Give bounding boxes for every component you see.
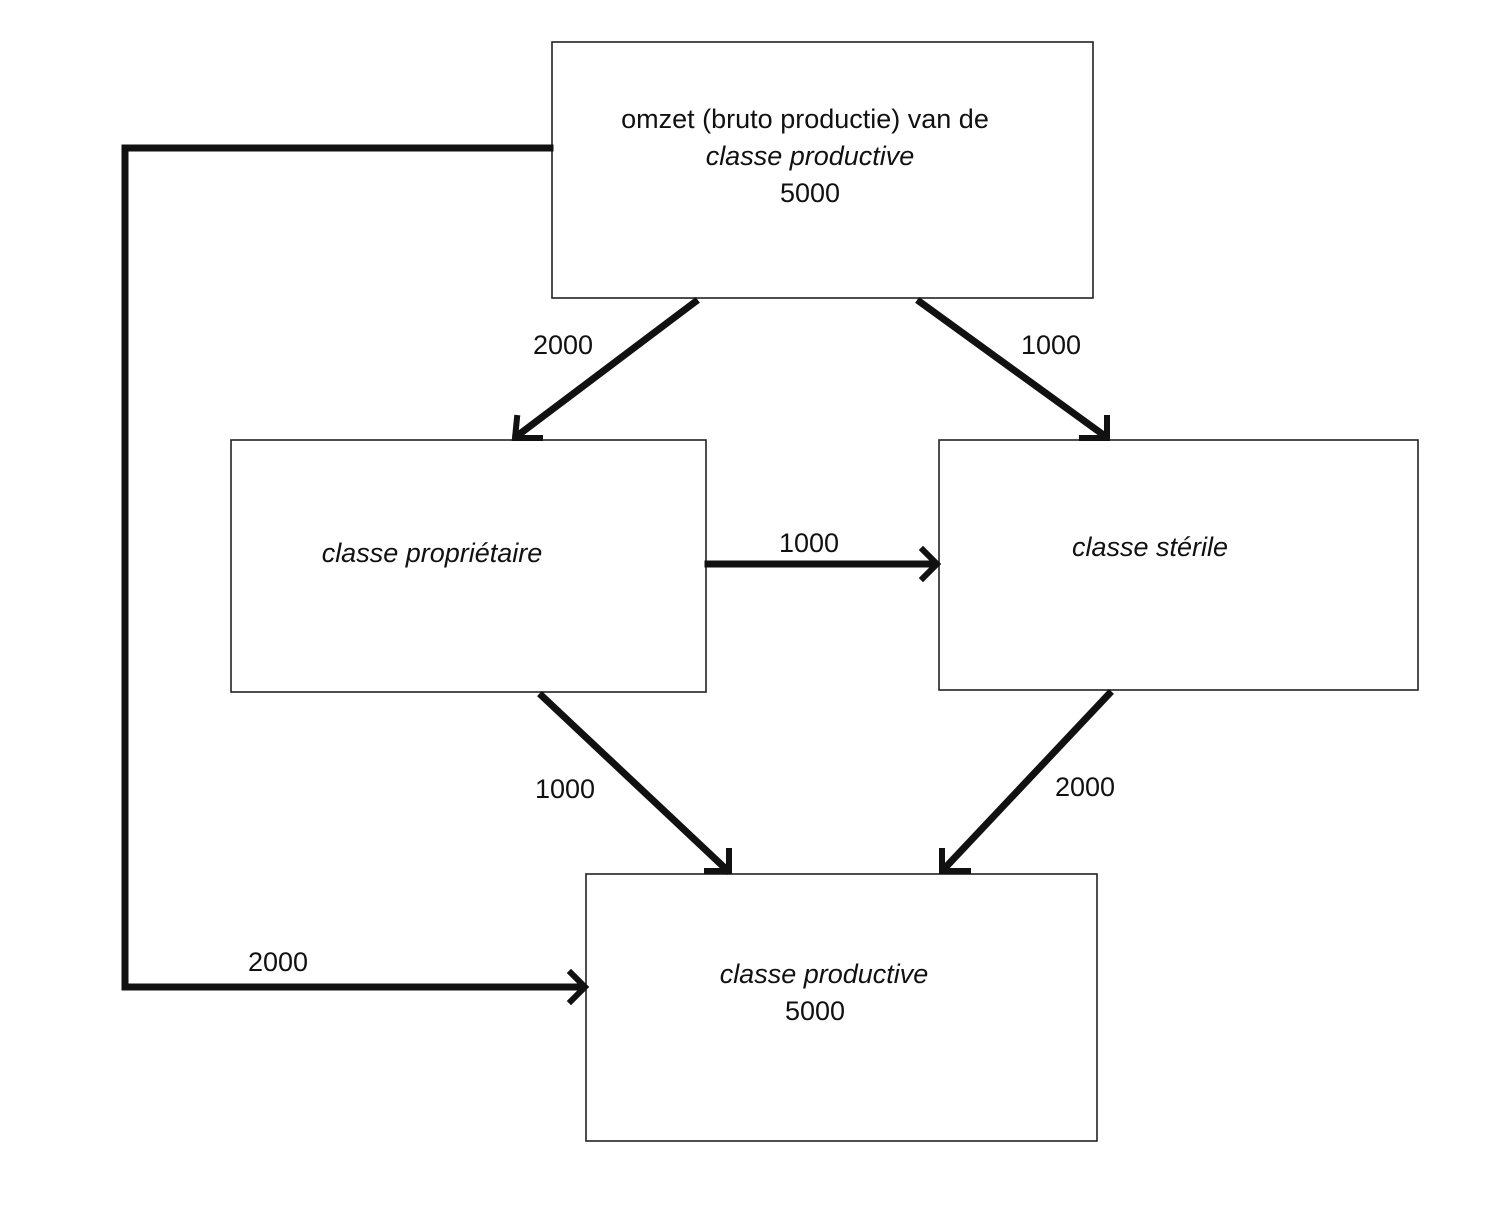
edge-top-to-bottom-loop-arrowhead bbox=[566, 968, 590, 1006]
node-right-label: classe stérile bbox=[1072, 532, 1228, 562]
edge-right-to-bottom-arrowhead bbox=[939, 848, 971, 874]
node-top-line2: classe productive bbox=[706, 141, 915, 171]
edge-top-to-right-label: 1000 bbox=[1021, 330, 1081, 360]
edge-top-to-left-arrowhead bbox=[511, 414, 543, 441]
edge-top-to-left: 2000 bbox=[511, 297, 700, 441]
edge-top-to-bottom-loop-label: 2000 bbox=[248, 947, 308, 977]
edge-top-to-left-line bbox=[512, 297, 700, 441]
edge-right-to-bottom-label: 2000 bbox=[1055, 772, 1115, 802]
edge-top-to-bottom-loop: 2000 bbox=[121, 144, 590, 1006]
node-top-value: 5000 bbox=[780, 178, 840, 208]
edge-left-to-bottom: 1000 bbox=[535, 691, 732, 875]
edge-top-to-right-line bbox=[915, 297, 1110, 441]
node-left: classe propriétaire bbox=[230, 439, 707, 693]
edge-top-to-right: 1000 bbox=[915, 297, 1110, 441]
node-left-label: classe propriétaire bbox=[322, 538, 543, 568]
edge-right-to-bottom: 2000 bbox=[939, 689, 1115, 874]
edge-top-to-bottom-loop-line bbox=[121, 144, 586, 991]
edge-top-to-right-arrowhead bbox=[1079, 415, 1110, 441]
edge-left-to-right: 1000 bbox=[704, 528, 942, 583]
node-bottom-box bbox=[585, 873, 1098, 1142]
edge-right-to-bottom-line bbox=[939, 689, 1114, 874]
edge-left-to-right-label: 1000 bbox=[779, 528, 839, 558]
node-bottom-label: classe productive bbox=[720, 959, 929, 989]
node-bottom: classe productive 5000 bbox=[585, 873, 1098, 1142]
edge-left-to-bottom-arrowhead bbox=[704, 848, 732, 874]
edge-left-to-bottom-label: 1000 bbox=[535, 774, 595, 804]
node-top-line1: omzet (bruto productie) van de bbox=[621, 104, 989, 134]
node-top-box bbox=[551, 41, 1094, 299]
edge-left-to-bottom-line bbox=[537, 691, 732, 875]
node-right-box bbox=[938, 439, 1419, 691]
edge-top-to-left-label: 2000 bbox=[533, 330, 593, 360]
node-bottom-value: 5000 bbox=[785, 996, 845, 1026]
edge-left-to-right-arrowhead bbox=[918, 545, 942, 583]
node-top: omzet (bruto productie) van de classe pr… bbox=[551, 41, 1094, 299]
node-left-box bbox=[230, 439, 707, 693]
node-right: classe stérile bbox=[938, 439, 1419, 691]
